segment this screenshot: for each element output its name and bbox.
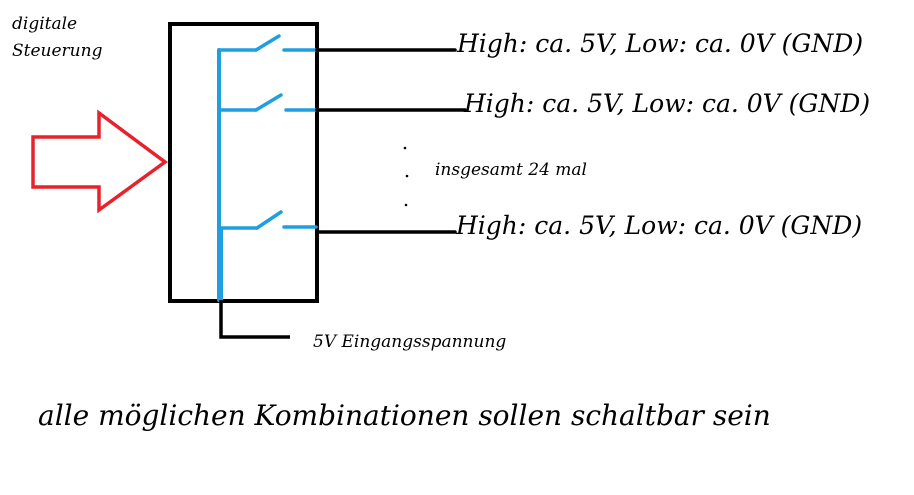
switch-1: [217, 34, 318, 52]
switch-bus: [217, 48, 223, 302]
input-arrow: [31, 109, 168, 214]
switch-2: [217, 93, 318, 112]
caption: alle möglichen Kombinationen sollen scha…: [38, 399, 771, 432]
input-label-line1: digitale: [12, 14, 78, 34]
switch-3: [217, 210, 318, 230]
output-label-2: High: ca. 5V, Low: ca. 0V (GND): [464, 89, 871, 118]
output-label-1: High: ca. 5V, Low: ca. 0V (GND): [457, 29, 864, 58]
count-note: insgesamt 24 mal: [435, 160, 587, 180]
supply-label: 5V Eingangsspannung: [313, 332, 507, 352]
output-lines: [315, 48, 467, 234]
supply-line: [219, 300, 290, 339]
ellipsis-dots: [403, 146, 409, 207]
switch-box: [168, 22, 319, 303]
output-label-3: High: ca. 5V, Low: ca. 0V (GND): [456, 211, 863, 240]
input-label-line2: Steuerung: [12, 41, 103, 61]
